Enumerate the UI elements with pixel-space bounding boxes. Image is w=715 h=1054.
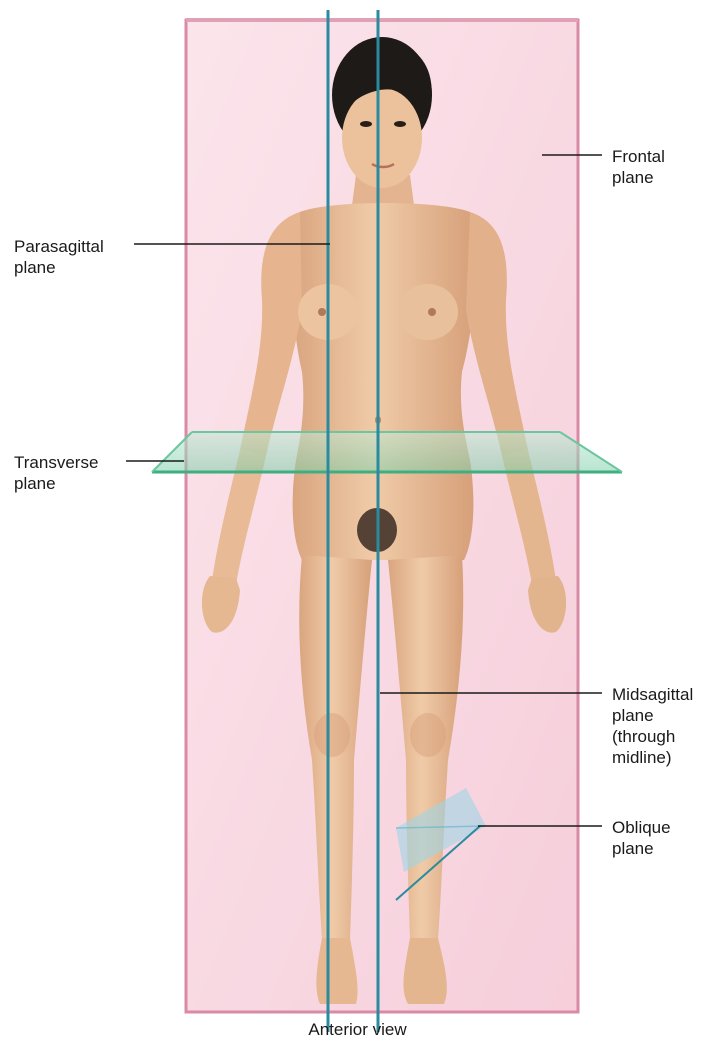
oblique-plane-label: Oblique plane [612, 817, 671, 859]
figure-caption: Anterior view [0, 1020, 715, 1040]
frontal-label-line-1: Frontal [612, 146, 665, 167]
midsagittal-label-line-3: (through [612, 726, 693, 747]
parasagittal-label-line-1: Parasagittal [14, 236, 104, 257]
midsagittal-plane-label: Midsagittal plane (through midline) [612, 684, 693, 768]
transverse-label-line-2: plane [14, 473, 98, 494]
midsagittal-label-line-1: Midsagittal [612, 684, 693, 705]
oblique-label-line-2: plane [612, 838, 671, 859]
frontal-plane-label: Frontal plane [612, 146, 665, 188]
midsagittal-label-line-4: midline) [612, 747, 693, 768]
parasagittal-plane-label: Parasagittal plane [14, 236, 104, 278]
midsagittal-label-line-2: plane [612, 705, 693, 726]
transverse-label-line-1: Transverse [14, 452, 98, 473]
frontal-label-line-2: plane [612, 167, 665, 188]
oblique-label-line-1: Oblique [612, 817, 671, 838]
transverse-plane-label: Transverse plane [14, 452, 98, 494]
transverse-plane [152, 432, 622, 472]
parasagittal-label-line-2: plane [14, 257, 104, 278]
